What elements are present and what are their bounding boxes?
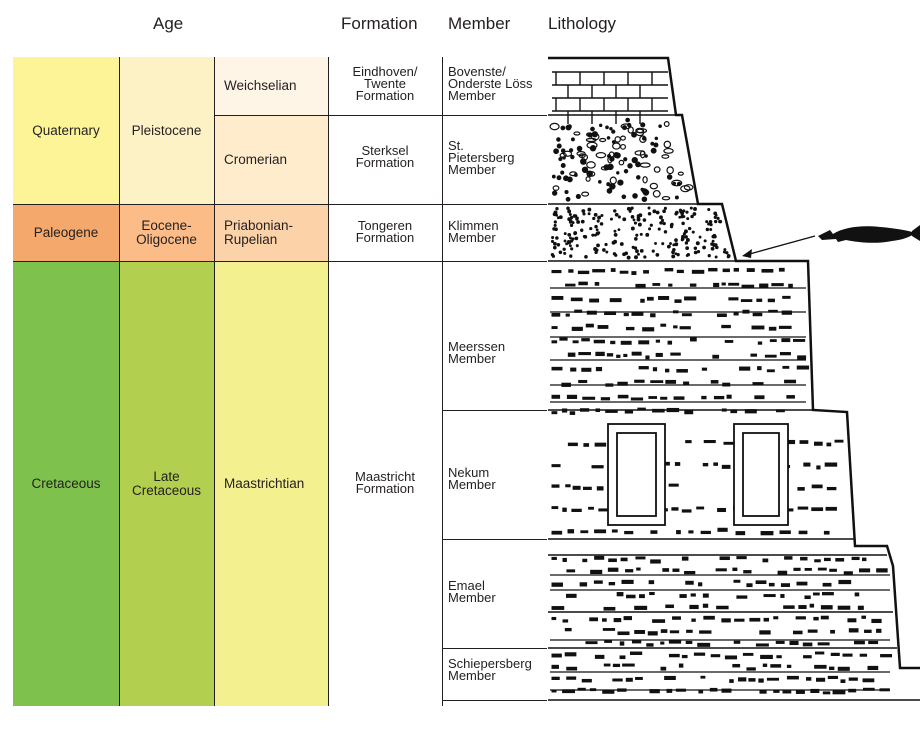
divider <box>442 700 547 701</box>
divider <box>442 648 547 649</box>
divider <box>13 261 547 262</box>
epoch-eocene-oligocene: Eocene-Oligocene <box>119 204 214 261</box>
stage-priabonian-rupelian: Priabonian-Rupelian <box>214 204 328 261</box>
period-paleogene: Paleogene <box>13 204 119 261</box>
epoch-pleistocene: Pleistocene <box>119 57 214 204</box>
lithology-block-right-inner <box>742 432 780 517</box>
lithology-window-blocks <box>607 423 789 526</box>
header-lithology: Lithology <box>548 14 617 33</box>
fish-tail <box>912 225 920 241</box>
fish-silhouette-icon <box>818 226 916 243</box>
period-cretaceous: Cretaceous <box>13 261 119 706</box>
header-age: Age <box>153 14 184 33</box>
period-quaternary: Quaternary <box>13 57 119 204</box>
header-member: Member <box>448 14 511 33</box>
divider <box>214 115 547 116</box>
divider <box>214 57 215 706</box>
arrow-icon <box>742 235 816 258</box>
lithology-block-left-inner <box>616 432 657 517</box>
stage-weichselian: Weichselian <box>214 57 328 115</box>
divider <box>442 410 547 411</box>
stage-maastrichtian: Maastrichtian <box>214 261 328 706</box>
divider <box>13 204 547 205</box>
lithology-outline <box>548 56 920 670</box>
divider <box>442 539 547 540</box>
stage-cromerian: Cromerian <box>214 115 328 204</box>
header-formation: Formation <box>341 14 418 33</box>
divider <box>442 57 443 706</box>
divider <box>119 57 120 706</box>
divider <box>328 57 329 706</box>
